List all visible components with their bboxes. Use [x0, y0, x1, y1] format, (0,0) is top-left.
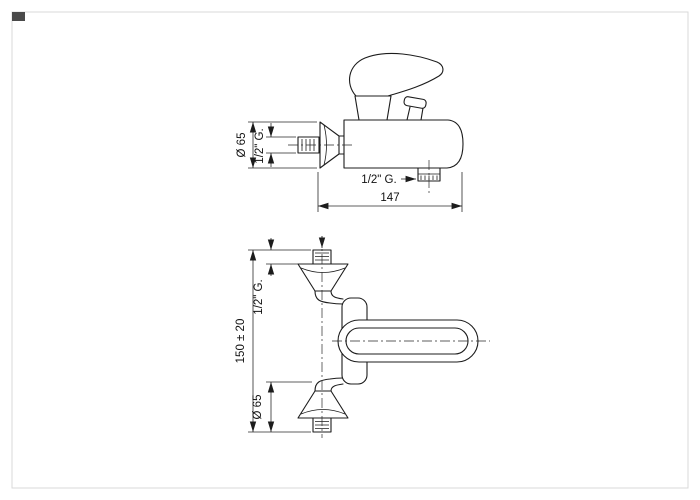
side-depth-label: 147 — [380, 192, 399, 204]
side-outlet-thread-label: 1/2" G. — [361, 174, 396, 186]
cartridge-cover — [354, 95, 392, 121]
front-diameter-label: Ø 65 — [252, 395, 264, 420]
side-inlet-thread-label: 1/2" G. — [254, 128, 266, 163]
lever-handle — [348, 52, 444, 97]
upper-escutcheon — [297, 263, 349, 292]
corner-mark — [12, 12, 25, 21]
label-outlet-thread: 1/2" G. — [361, 174, 416, 186]
dimension-front-inlet-thread: 1/2" G. — [248, 238, 311, 315]
dimension-escutcheon-diameter: Ø 65 — [236, 121, 317, 169]
dimension-mounting-distance: 150 ± 20 — [235, 250, 311, 433]
lower-connector — [314, 377, 344, 392]
front-inlet-thread-label: 1/2" G. — [253, 279, 265, 314]
side-diameter-label: Ø 65 — [236, 133, 248, 158]
side-view: Ø 65 1/2" G. 1/2" G. 147 — [236, 52, 464, 212]
lower-escutcheon — [297, 390, 349, 419]
page-frame — [11, 11, 689, 489]
faucet-body — [343, 119, 464, 169]
front-distance-label: 150 ± 20 — [235, 319, 247, 364]
dimension-front-diameter: Ø 65 — [252, 381, 312, 432]
dimension-overall-depth: 147 — [317, 172, 463, 212]
upper-connector — [314, 290, 344, 305]
front-view: 1/2" G. 150 ± 20 Ø 65 — [235, 236, 490, 438]
dimension-inlet-thread: 1/2" G. — [254, 123, 296, 167]
diverter-knob — [403, 96, 427, 121]
